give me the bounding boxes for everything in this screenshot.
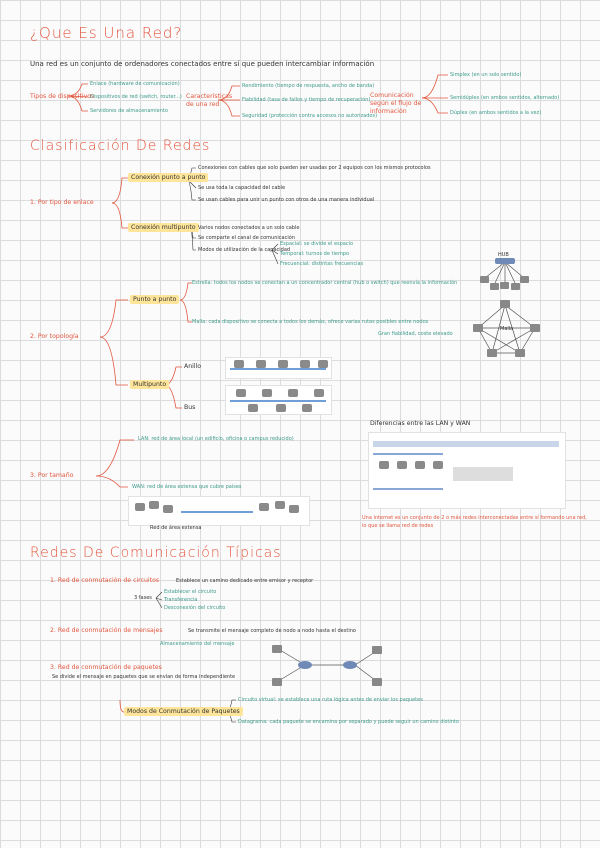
multipoint-sub-1: Espacial: se divide el espacio (280, 241, 354, 247)
mesh-label: Malla (500, 326, 514, 332)
characteristics-item-3: Seguridad (protección contra accesos no … (242, 113, 378, 119)
devices-label: Tipos de dispositivos (30, 93, 95, 100)
flow-label: Comunicación según el flujo de informaci… (370, 92, 422, 115)
star-text: Estrella: todos los nodos se conectan a … (192, 280, 458, 286)
packet-text: Se divide el mensaje en paquetes que se … (52, 674, 236, 680)
multipoint-item-1: Varios nodos conectados a un solo cable (198, 225, 300, 231)
characteristics-item-1: Rendimiento (tiempo de respuesta, ancho … (242, 83, 375, 89)
topology-label: 2. Por topología (30, 333, 79, 340)
multipoint-item-2: Se comparte el canal de comunicación (198, 235, 295, 241)
wan-diagram (128, 496, 310, 526)
message-label: 2. Red de conmutación de mensajes (50, 627, 163, 634)
devices-item-2: Dispositivos de red (switch, router...) (90, 94, 182, 100)
page-title: ¿Que Es Una Red? (30, 24, 183, 42)
point-to-point-label: Conexión punto a punto (128, 173, 209, 182)
flow-item-2: Semidúplex (en ambos sentidos, alternado… (450, 95, 560, 101)
packet-modes-label: Modos de Conmutación de Paquetes (124, 707, 243, 716)
ring-diagram (225, 357, 332, 379)
bus-diagram (225, 385, 332, 415)
bus-label: Bus (184, 404, 196, 411)
characteristics-label: Características de una red (186, 93, 233, 108)
mesh-note: Gran fiabilidad, coste elevado (378, 331, 453, 337)
message-sub: Almacenamiento del mensaje (160, 641, 235, 647)
multipoint-label: Conexión multipunto (128, 223, 199, 232)
lan-text: LAN: red de área local (un edificio, ofi… (138, 436, 294, 442)
link-type-label: 1. Por tipo de enlace (30, 199, 94, 206)
message-text: Se transmite el mensaje completo de nodo… (188, 628, 356, 634)
packet-mode-1: Circuito virtual: se establece una ruta … (238, 697, 423, 703)
devices-item-1: Enlace (hardware de comunicación) (90, 81, 180, 87)
point-to-point-item-2: Se usa toda la capacidad del cable (198, 185, 286, 191)
switching-heading: Redes De Comunicación Típicas (30, 545, 282, 561)
point-to-point-item-1: Conexiones con cables que solo pueden se… (198, 165, 431, 171)
internet-note: Una internet es un conjunto de 2 o más r… (362, 515, 587, 529)
circuit-label: 1. Red de conmutación de circuitos (50, 577, 160, 584)
devices-item-3: Servidores de almacenamiento (90, 108, 168, 114)
multipoint-sub-2: Temporal: turnos de tiempo (280, 251, 350, 257)
wan-caption: Red de área extensa (150, 525, 202, 531)
wan-text: WAN: red de área extensa que cubre paíse… (132, 484, 242, 490)
point-to-point-item-3: Se usan cables para unir un punto con ot… (198, 197, 375, 203)
mesh-text: Malla: cada dispositivo se conecta a tod… (192, 319, 429, 325)
intro-text: Una red es un conjunto de ordenadores co… (30, 60, 375, 68)
packet-label: 3. Red de conmutación de paquetes (50, 664, 162, 671)
packet-mode-2: Datagrama: cada paquete se encamina por … (238, 719, 459, 725)
differences-table (368, 432, 566, 509)
circuit-phase-2: Transferencia (164, 597, 198, 603)
hub-label: HUB (498, 252, 509, 258)
size-label: 3. Por tamaño (30, 472, 74, 479)
characteristics-item-2: Fiabilidad (tasa de fallos y tiempo de r… (242, 97, 371, 103)
flow-item-1: Simplex (en un solo sentido) (450, 72, 522, 78)
multipoint-sub-3: Frecuencial: distintas frecuencias (280, 261, 364, 267)
multipoint-topology-label: Multipunto (130, 380, 170, 389)
differences-title: Diferencias entre las LAN y WAN (370, 420, 471, 427)
p2p-topology-label: Punto a punto (130, 295, 180, 304)
flow-item-3: Dúplex (en ambos sentidos a la vez) (450, 110, 542, 116)
ring-label: Anillo (184, 363, 202, 370)
circuit-phase-3: Desconexión del circuito (164, 605, 226, 611)
circuit-phases: 3 fases (134, 595, 152, 601)
classification-heading: Clasificación De Redes (30, 138, 211, 154)
circuit-phase-1: Establecer el circuito (164, 589, 217, 595)
multipoint-item-3: Modos de utilización de la capacidad (198, 247, 291, 253)
circuit-text: Establece un camino dedicado entre emiso… (176, 578, 314, 584)
